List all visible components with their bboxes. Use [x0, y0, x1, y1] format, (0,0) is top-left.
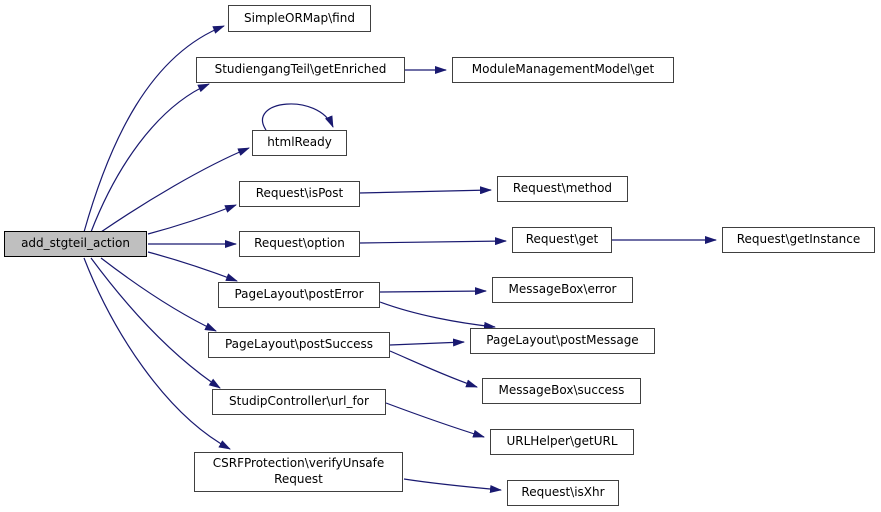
node-messagebox-error[interactable]: MessageBox\error: [492, 277, 633, 303]
node-request-isxhr[interactable]: Request\isXhr: [507, 480, 619, 506]
node-request-option[interactable]: Request\option: [239, 231, 360, 257]
node-messagebox-success[interactable]: MessageBox\success: [482, 378, 641, 404]
edge-posterror-to-messagebox-error: [379, 287, 487, 296]
edge-root-to-pagelayout-postsuccess: [100, 257, 217, 332]
node-modulemanagementmodel-get[interactable]: ModuleManagementModel\get: [452, 57, 674, 83]
node-htmlready[interactable]: htmlReady: [252, 130, 347, 156]
edge-postsuccess-to-messagebox-success: [389, 350, 478, 388]
edge-root-to-request-ispost: [147, 204, 237, 235]
node-request-ispost[interactable]: Request\isPost: [239, 181, 360, 207]
edge-root-to-studipcontroller-url-for: [90, 257, 221, 389]
node-request-method[interactable]: Request\method: [497, 176, 628, 202]
edge-root-to-csrfprotection-verifyunsaferequest: [83, 257, 231, 450]
node-request-get[interactable]: Request\get: [512, 227, 612, 253]
edge-csrf-to-request-isxhr: [403, 478, 502, 493]
node-pagelayout-posterror[interactable]: PageLayout\postError: [218, 282, 380, 308]
edge-root-to-htmlready: [100, 147, 250, 233]
node-studiengangteil-getenriched[interactable]: StudiengangTeil\getEnriched: [196, 57, 405, 83]
edge-htmlready-self-loop: [262, 103, 334, 131]
node-add-stgteil-action: add_stgteil_action: [4, 231, 147, 257]
edge-option-to-request-get: [359, 237, 507, 246]
node-studipcontroller-url-for[interactable]: StudipController\url_for: [212, 389, 386, 415]
edge-root-to-studiengangteil-getenriched: [90, 83, 210, 233]
edge-postsuccess-to-pagelayout-postmessage: [389, 338, 465, 347]
node-request-getinstance[interactable]: Request\getInstance: [722, 227, 875, 253]
node-urlhelper-geturl[interactable]: URLHelper\getURL: [490, 429, 634, 455]
edge-url-for-to-urlhelper-geturl: [385, 402, 485, 438]
node-pagelayout-postsuccess[interactable]: PageLayout\postSuccess: [208, 332, 390, 358]
edge-root-to-pagelayout-posterror: [147, 251, 238, 282]
node-pagelayout-postmessage[interactable]: PageLayout\postMessage: [470, 328, 655, 354]
edge-root-to-simpleormap-find: [83, 25, 225, 233]
edge-ispost-to-request-method: [358, 186, 492, 195]
edge-posterror-to-pagelayout-postmessage: [379, 301, 496, 330]
node-csrfprotection-verifyunsaferequest[interactable]: CSRFProtection\verifyUnsafe Request: [194, 452, 403, 492]
node-simpleormap-find[interactable]: SimpleORMap\find: [228, 5, 371, 32]
